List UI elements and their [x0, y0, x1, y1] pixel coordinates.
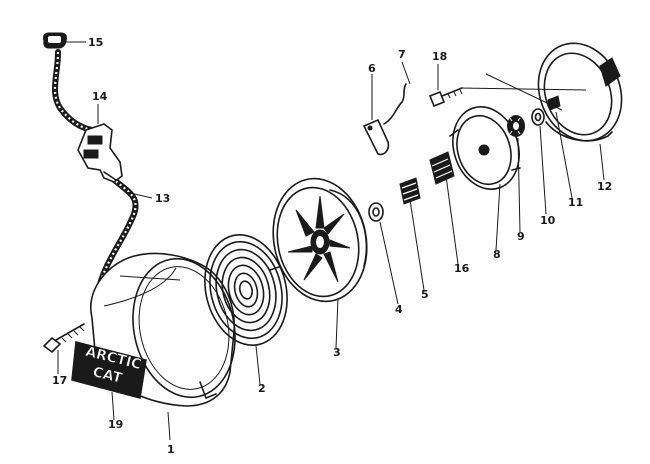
callout-11: 11 — [568, 196, 583, 209]
callout-12: 12 — [597, 180, 612, 193]
callout-2: 2 — [258, 382, 266, 395]
callout-13: 13 — [155, 192, 170, 205]
callout-1: 1 — [167, 443, 175, 456]
part-17-screw — [42, 323, 85, 354]
callout-5: 5 — [421, 288, 429, 301]
callout-17: 17 — [52, 374, 67, 387]
leader-lines — [57, 41, 605, 441]
callout-19: 19 — [108, 418, 123, 431]
callout-8: 8 — [493, 248, 501, 261]
callout-10: 10 — [540, 214, 556, 227]
callout-14: 14 — [92, 90, 108, 103]
part-16-spring — [429, 151, 455, 185]
part-18-screw — [428, 87, 463, 108]
badge-line-2: CAT — [91, 364, 124, 387]
callout-9: 9 — [517, 230, 525, 243]
callout-4: 4 — [395, 303, 403, 316]
part-8-plate — [449, 106, 521, 190]
part-3-pulley — [272, 177, 368, 303]
part-15-handle-grip — [43, 32, 67, 49]
callout-18: 18 — [432, 50, 447, 63]
part-2-spring — [204, 234, 288, 346]
part-6-pawl — [362, 118, 390, 156]
callout-16: 16 — [454, 262, 470, 275]
callout-3: 3 — [333, 346, 341, 359]
part-10-washer — [531, 108, 545, 126]
part-9-cog — [507, 115, 525, 137]
part-5-spring — [399, 177, 421, 205]
part-4-washer — [368, 202, 384, 222]
callout-6: 6 — [368, 62, 376, 75]
callout-labels: 1 2 3 4 5 6 7 8 9 10 11 12 13 14 15 16 1… — [52, 36, 612, 456]
part-7-wire — [383, 83, 407, 125]
callout-7: 7 — [398, 48, 406, 61]
part-14-handle — [77, 123, 123, 183]
part-12-backplate — [537, 42, 623, 142]
part-19-badge: ARCTIC CAT — [71, 341, 147, 399]
callout-15: 15 — [88, 36, 103, 49]
